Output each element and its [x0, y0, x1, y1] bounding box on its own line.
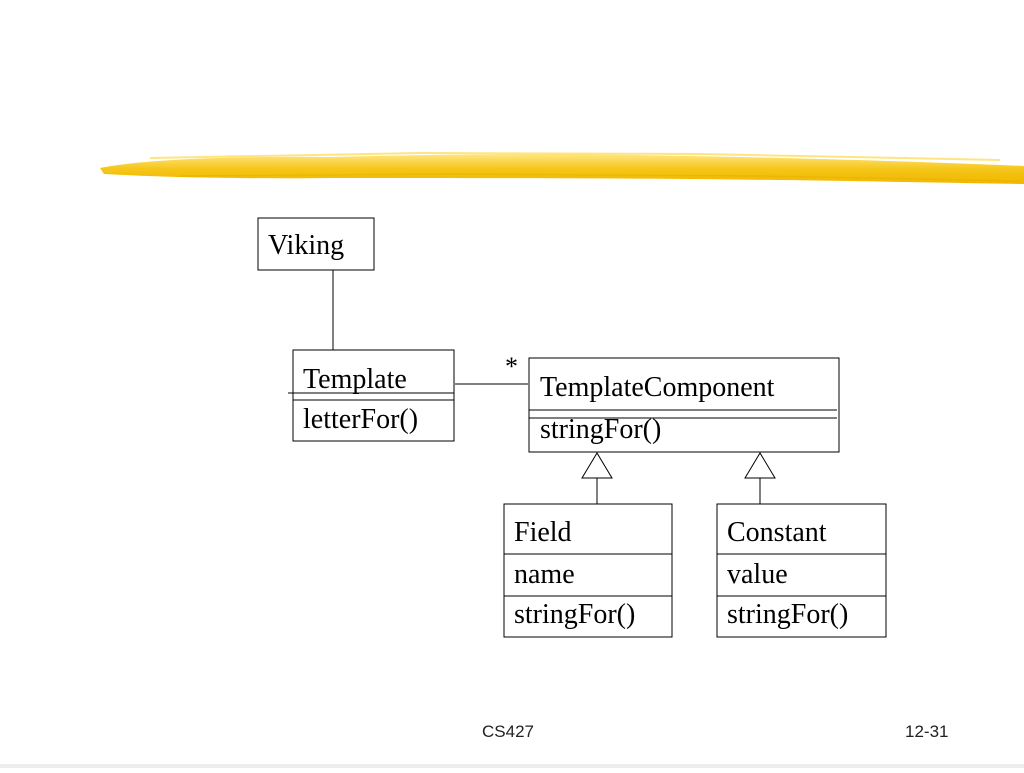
class-field-name: Field — [514, 517, 572, 548]
class-field: Field name stringFor() — [503, 503, 673, 638]
field-generalization-arrow — [581, 452, 613, 479]
constant-generalization-arrow — [744, 452, 776, 479]
brush-stroke-decoration — [100, 151, 1024, 184]
class-template-component-method: stringFor() — [540, 414, 661, 445]
class-template-name: Template — [303, 364, 407, 395]
class-template-method: letterFor() — [303, 404, 418, 435]
class-viking: Viking — [257, 217, 375, 271]
class-constant: Constant value stringFor() — [716, 503, 887, 638]
class-constant-name: Constant — [727, 517, 827, 548]
class-template-component: TemplateComponent stringFor() — [528, 357, 840, 453]
class-constant-attribute: value — [727, 559, 788, 590]
class-field-attribute: name — [514, 559, 575, 590]
bottom-strip — [0, 764, 1024, 768]
footer-course-label: CS427 — [482, 722, 534, 741]
multiplicity-label: * — [505, 352, 518, 381]
class-viking-name: Viking — [268, 230, 344, 261]
class-template: Template letterFor() — [288, 349, 455, 442]
class-field-method: stringFor() — [514, 599, 635, 630]
footer-slide-number: 12-31 — [905, 722, 949, 741]
class-template-component-name: TemplateComponent — [540, 372, 775, 403]
class-constant-method: stringFor() — [727, 599, 848, 630]
